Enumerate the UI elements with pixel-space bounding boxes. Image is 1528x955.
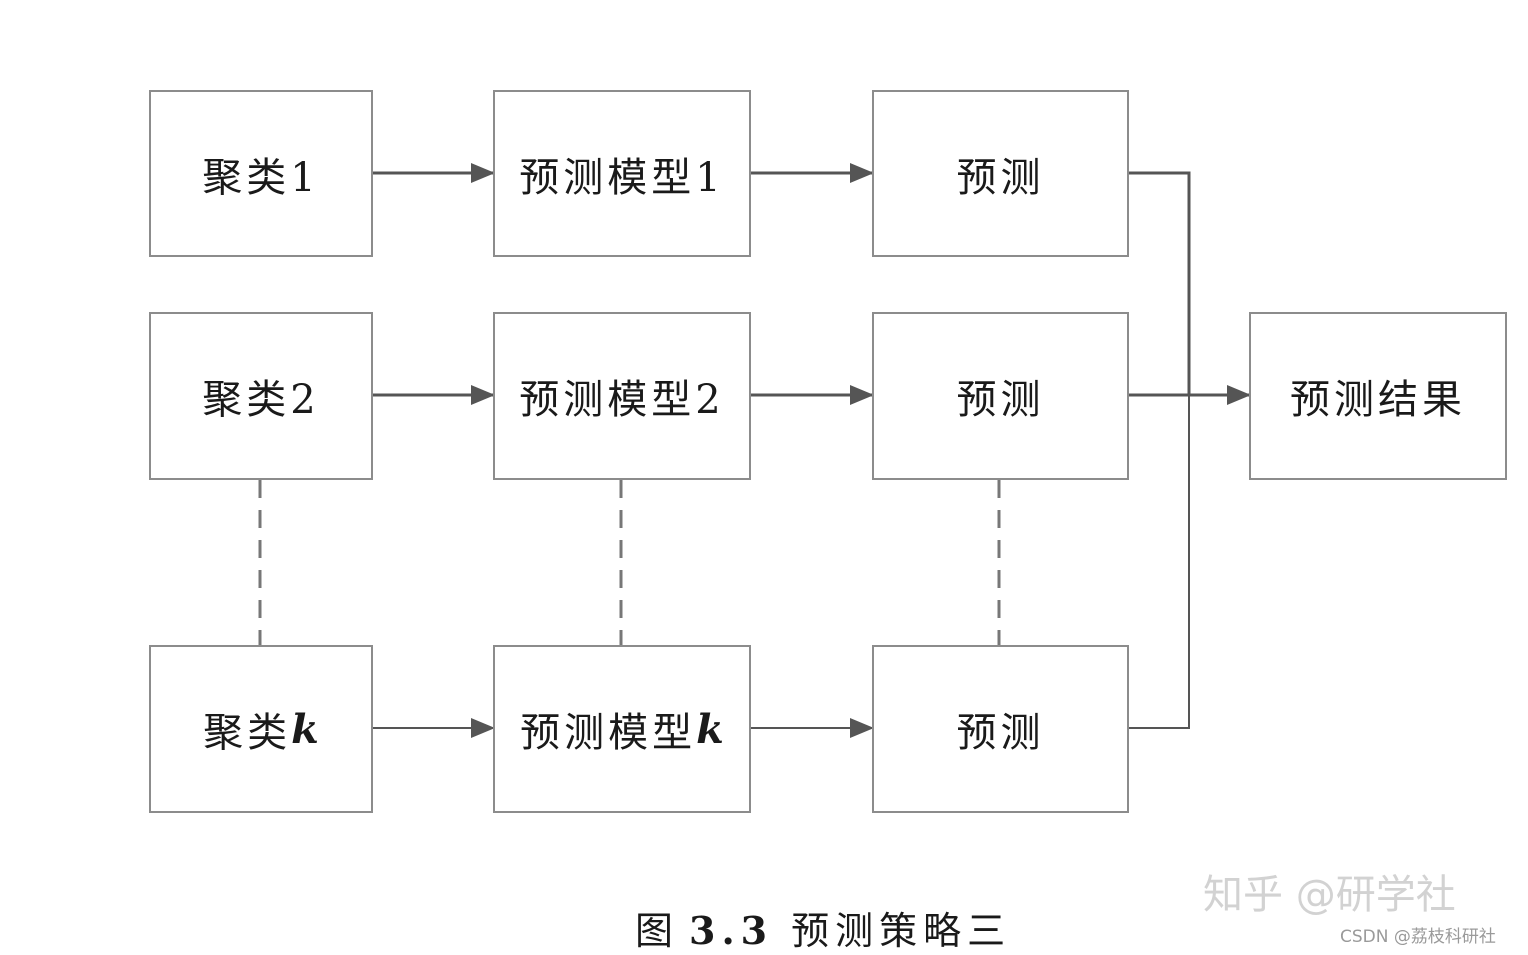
model-1-box: 预测模型1 xyxy=(493,90,751,257)
caption-number: 3.3 xyxy=(689,908,774,953)
merge-line-predict1 xyxy=(1129,171,1191,395)
predict-k-label: 预测 xyxy=(956,710,1045,756)
model-k-label: 预测模型 xyxy=(520,710,697,756)
cluster-2-box: 聚类2 xyxy=(149,312,373,480)
result-label: 预测结果 xyxy=(1290,377,1466,423)
cluster-1-label: 聚类1 xyxy=(202,154,320,201)
result-box: 预测结果 xyxy=(1249,312,1507,480)
model-1-label: 预测模型1 xyxy=(519,154,725,201)
predict-1-label: 预测 xyxy=(956,154,1045,201)
predict-1-box: 预测 xyxy=(872,90,1129,257)
cluster-1-box: 聚类1 xyxy=(149,90,373,257)
cluster-k-variable: k xyxy=(291,705,319,753)
cluster-k-label: 聚类 xyxy=(203,710,292,756)
predict-2-label: 预测 xyxy=(956,377,1045,423)
watermark-csdn: CSDN @荔枝科研社 xyxy=(1340,927,1496,947)
predict-2-box: 预测 xyxy=(872,312,1129,480)
merge-line-predictk xyxy=(1129,395,1190,729)
model-k-variable: k xyxy=(696,705,724,753)
model-2-box: 预测模型2 xyxy=(493,312,751,480)
caption-prefix: 图 xyxy=(635,909,680,953)
watermark-zhihu: 知乎 @研学社 xyxy=(1203,872,1456,918)
model-2-label: 预测模型2 xyxy=(519,377,725,423)
caption-title: 预测策略三 xyxy=(791,909,1012,953)
predict-k-box: 预测 xyxy=(872,645,1129,813)
cluster-2-label: 聚类2 xyxy=(202,377,320,423)
